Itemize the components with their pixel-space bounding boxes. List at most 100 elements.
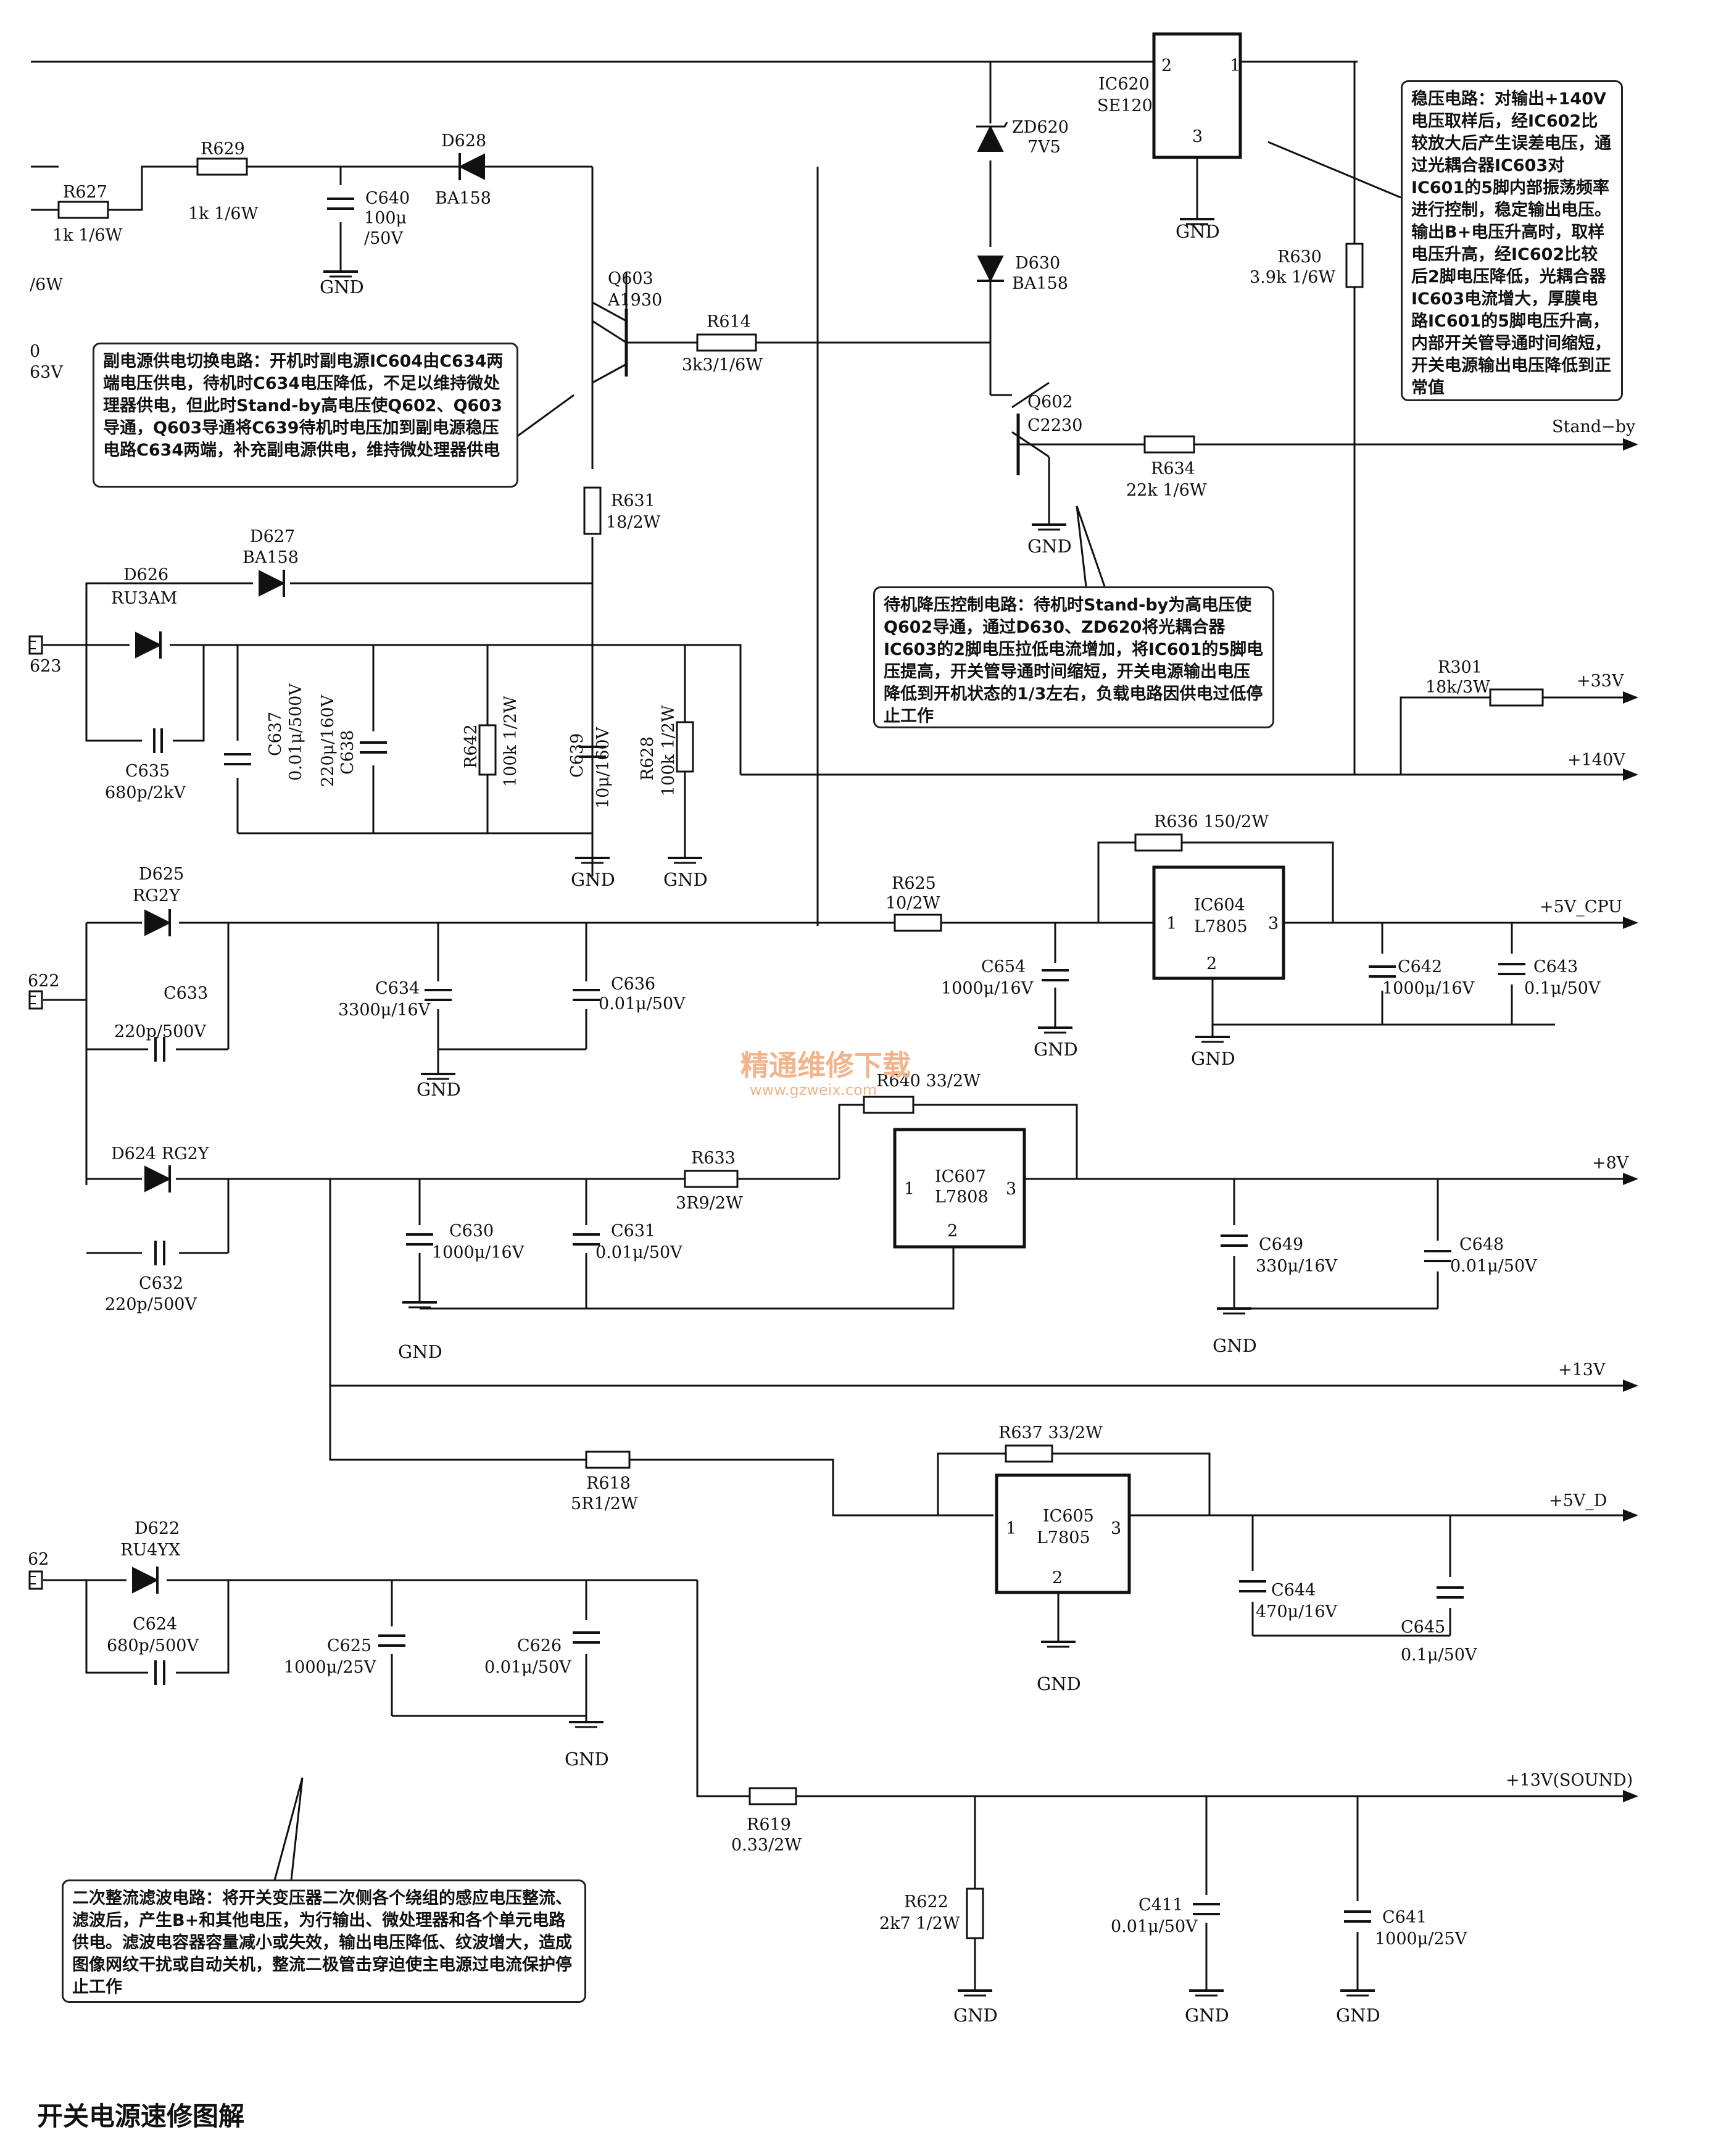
gnd-label: GND <box>953 2005 998 2026</box>
c648-value: 0.01μ/50V <box>1450 1257 1537 1276</box>
r301-value: 18k/3W <box>1425 678 1490 697</box>
d628-symbol <box>432 153 485 180</box>
q602-part: C2230 <box>1027 416 1082 435</box>
r622-ref: R622 <box>904 1892 948 1912</box>
c631-ref: C631 <box>611 1222 655 1241</box>
d624-ref: D624 RG2Y <box>111 1144 210 1163</box>
r301-ref: R301 <box>1438 658 1482 677</box>
connector-622 <box>28 990 43 1010</box>
gnd-symbol <box>1188 1989 1225 1997</box>
r630-body <box>1345 243 1364 288</box>
d622-value: RU4YX <box>120 1541 181 1560</box>
output-label-5v-d: +5V_D <box>1549 1491 1607 1510</box>
gnd-symbol <box>1040 1641 1077 1648</box>
note-rectifier: 二次整流滤波电路：将开关变压器二次侧各个绕组的感应电压整流、滤波后，产生B+和其… <box>62 1879 586 2003</box>
connector-623 <box>28 635 43 655</box>
note-pointer-regulator <box>1267 141 1401 199</box>
r627-value: 1k 1/6W <box>52 226 123 245</box>
note-regulator: 稳压电路：对输出+140V电压取样后，经IC602比较放大后产生误差电压，通过光… <box>1401 80 1623 401</box>
c632-ref: C632 <box>139 1274 183 1293</box>
r630-value: 3.9k 1/6W <box>1250 268 1335 287</box>
r631-value: 18/2W <box>606 513 661 532</box>
d622-ref: D622 <box>135 1519 180 1538</box>
c639-value: 10μ/160V <box>594 726 613 809</box>
c641-ref: C641 <box>1382 1908 1427 1927</box>
c654-ref: C654 <box>981 957 1026 976</box>
c641-value: 1000μ/25V <box>1375 1929 1467 1949</box>
c624-ref: C624 <box>133 1615 177 1634</box>
d626-value: RU3AM <box>111 589 177 608</box>
ic620-pin: 3 <box>1192 127 1203 146</box>
c637-value: 0.01μ/500V <box>286 683 305 781</box>
r634-body <box>1143 435 1195 454</box>
r625-body <box>894 914 942 932</box>
ic604-pin: 3 <box>1268 914 1279 933</box>
gnd-symbol <box>420 1073 457 1080</box>
gnd-label: GND <box>320 277 364 298</box>
gnd-label: GND <box>1336 2005 1380 2026</box>
gnd-label: GND <box>1027 536 1072 557</box>
zd620-value: 7V5 <box>1027 138 1061 157</box>
c625-value: 1000μ/25V <box>284 1658 376 1677</box>
d628-value: BA158 <box>435 189 491 208</box>
c411-ref: C411 <box>1139 1896 1183 1915</box>
r636-ref: R636 150/2W <box>1154 812 1269 831</box>
r633-body <box>684 1170 739 1188</box>
d627-symbol <box>259 570 286 597</box>
c632-value: 220p/500V <box>105 1295 197 1314</box>
edge-fragment: /6W <box>30 275 63 294</box>
c649-ref: C649 <box>1259 1235 1303 1254</box>
note-pointer-rectifier <box>270 1777 304 1892</box>
gnd-symbol <box>1194 1036 1231 1043</box>
c648-ref: C648 <box>1459 1235 1504 1254</box>
gnd-symbol <box>322 270 359 278</box>
output-label-13v: +13V <box>1558 1360 1606 1380</box>
q603-ref: Q603 <box>608 269 653 288</box>
d627-value: BA158 <box>243 548 299 567</box>
q602-ref: Q602 <box>1027 393 1073 412</box>
ic604-pin: 1 <box>1166 914 1177 933</box>
c649-value: 330μ/16V <box>1256 1257 1338 1276</box>
ic605-box <box>995 1473 1131 1594</box>
zd620-ref: ZD620 <box>1012 118 1069 137</box>
c639-ref: C639 <box>568 733 587 778</box>
r629-body <box>196 157 248 176</box>
gnd-label: GND <box>1213 1335 1257 1356</box>
output-label-140v: +140V <box>1567 751 1625 770</box>
r642-value: 100k 1/2W <box>501 696 520 787</box>
gnd-label: GND <box>1176 221 1220 242</box>
ic605-pin: 1 <box>1006 1519 1016 1538</box>
c625-ref: C625 <box>327 1636 371 1655</box>
output-label-33v: +33V <box>1577 672 1624 691</box>
gnd-label: GND <box>663 869 708 890</box>
d628-ref: D628 <box>441 131 486 151</box>
ic607-pin: 1 <box>904 1180 915 1199</box>
c643-ref: C643 <box>1533 957 1578 976</box>
r622-body <box>966 1888 984 1939</box>
r625-value: 10/2W <box>886 894 940 913</box>
r631-ref: R631 <box>611 491 655 510</box>
gnd-label: GND <box>1191 1048 1235 1069</box>
r633-ref: R633 <box>691 1149 736 1168</box>
note-pointer-standby <box>1076 506 1106 587</box>
c640-value: /50V <box>364 229 403 248</box>
r631-body <box>583 486 602 535</box>
gnd-label: GND <box>1034 1039 1078 1060</box>
r614-body <box>696 333 757 352</box>
r640-body <box>863 1096 915 1114</box>
r642-ref: R642 <box>462 724 481 768</box>
gnd-symbol <box>1031 523 1068 531</box>
c637-ref: C637 <box>266 712 285 756</box>
c634-value: 3300μ/16V <box>338 1001 431 1020</box>
d625-symbol <box>144 909 172 936</box>
r614-value: 3k3/1/6W <box>682 356 763 375</box>
ic604-ref: IC604 <box>1194 896 1245 915</box>
output-label-standby: Stand−by <box>1552 417 1636 436</box>
c644-value: 470μ/16V <box>1256 1602 1338 1621</box>
d625-value: RG2Y <box>133 886 181 905</box>
c636-value: 0.01μ/50V <box>599 994 686 1013</box>
r637-ref: R637 33/2W <box>998 1423 1103 1442</box>
r627-ref: R627 <box>63 183 107 202</box>
output-label-5v-cpu: +5V_CPU <box>1540 897 1622 917</box>
r622-value: 2k7 1/2W <box>879 1914 960 1933</box>
